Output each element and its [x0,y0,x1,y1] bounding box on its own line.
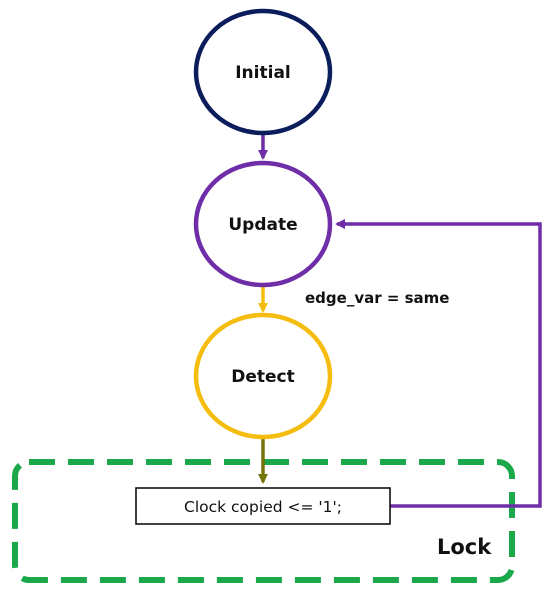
action-box [135,487,391,525]
state-detect-label: Detect [231,367,295,387]
lock-region-label: Lock [437,535,492,559]
state-detect [193,312,333,440]
arrow-action-to-update [335,219,542,508]
state-initial-label: Initial [235,63,291,83]
action-box-label: Clock copied <= '1'; [184,498,342,516]
state-initial [193,8,333,136]
transition-condition: edge_var = same [305,289,450,307]
state-update-label: Update [228,215,297,235]
state-update [193,160,333,288]
